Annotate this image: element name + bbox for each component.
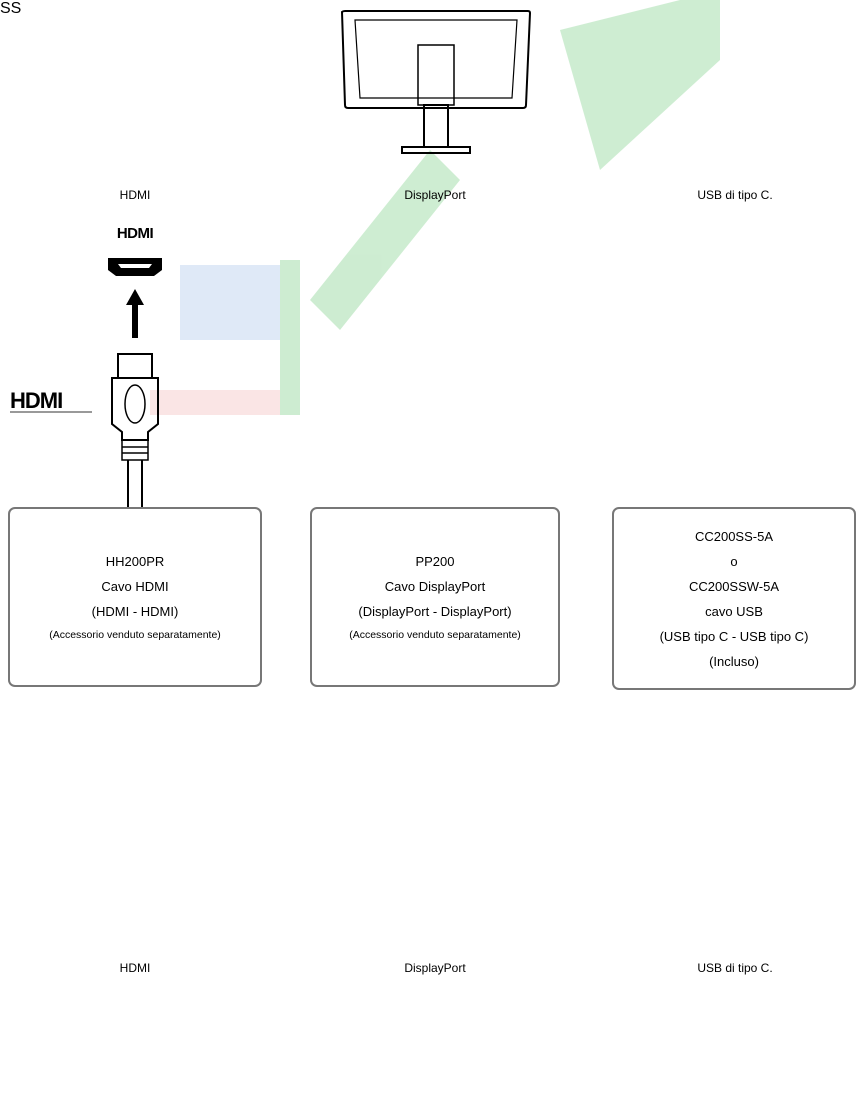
usb-superspeed-logo: SS [0, 0, 22, 17]
cable-name: Cavo DisplayPort [384, 578, 486, 594]
cable-note: (Incluso) [709, 653, 759, 669]
hdmi-connector-top [111, 353, 159, 507]
hdmi-port-slot [118, 264, 152, 268]
displayport-bottom-label: DisplayPort [404, 961, 466, 975]
displayport-cable-box: PP200 Cavo DisplayPort (DisplayPort - Di… [310, 507, 560, 687]
usbc-top-label: USB di tipo C. [697, 188, 773, 202]
usbc-bottom-label: USB di tipo C. [697, 961, 773, 975]
hdmi-pc-port-icon: SS [0, 0, 856, 975]
usb-cable-box: CC200SS-5A o CC200SSW-5A cavo USB (USB t… [612, 507, 856, 690]
hdmi-top-label: HDMI [119, 188, 151, 202]
hdmi-bottom-label: HDMI [119, 961, 151, 975]
hdmi-port-logo: HDMI [117, 225, 154, 242]
cable-or: o [730, 553, 738, 569]
cable-name: Cavo HDMI [101, 578, 169, 594]
cable-model: PP200 [415, 553, 455, 569]
displayport-pc-port-icon: SS [0, 0, 856, 975]
cable-connection: (HDMI - HDMI) [91, 603, 179, 619]
arrow-up-icon [126, 289, 144, 338]
cable-model: HH200PR [105, 553, 165, 569]
svg-text:HDMI: HDMI [117, 225, 154, 242]
monitor-icon [340, 10, 532, 154]
hdmi-cable-box: HH200PR Cavo HDMI (HDMI - HDMI) (Accesso… [8, 507, 262, 687]
cable-model-alt: CC200SSW-5A [688, 578, 780, 594]
cable-model: CC200SS-5A [694, 528, 774, 544]
cable-name: cavo USB [705, 603, 763, 619]
cable-note: (Accessorio venduto separatamente) [349, 628, 521, 641]
cable-connection: (DisplayPort - DisplayPort) [358, 603, 512, 619]
hdmi-brand-logo: HDMI [10, 388, 92, 413]
cable-connection: (USB tipo C - USB tipo C) [659, 628, 809, 644]
displayport-top-label: DisplayPort [404, 188, 466, 202]
cable-note: (Accessorio venduto separatamente) [49, 628, 221, 641]
displayport-port-icon: SS [0, 0, 856, 975]
watermark [150, 0, 720, 415]
svg-text:HDMI: HDMI [10, 388, 62, 413]
